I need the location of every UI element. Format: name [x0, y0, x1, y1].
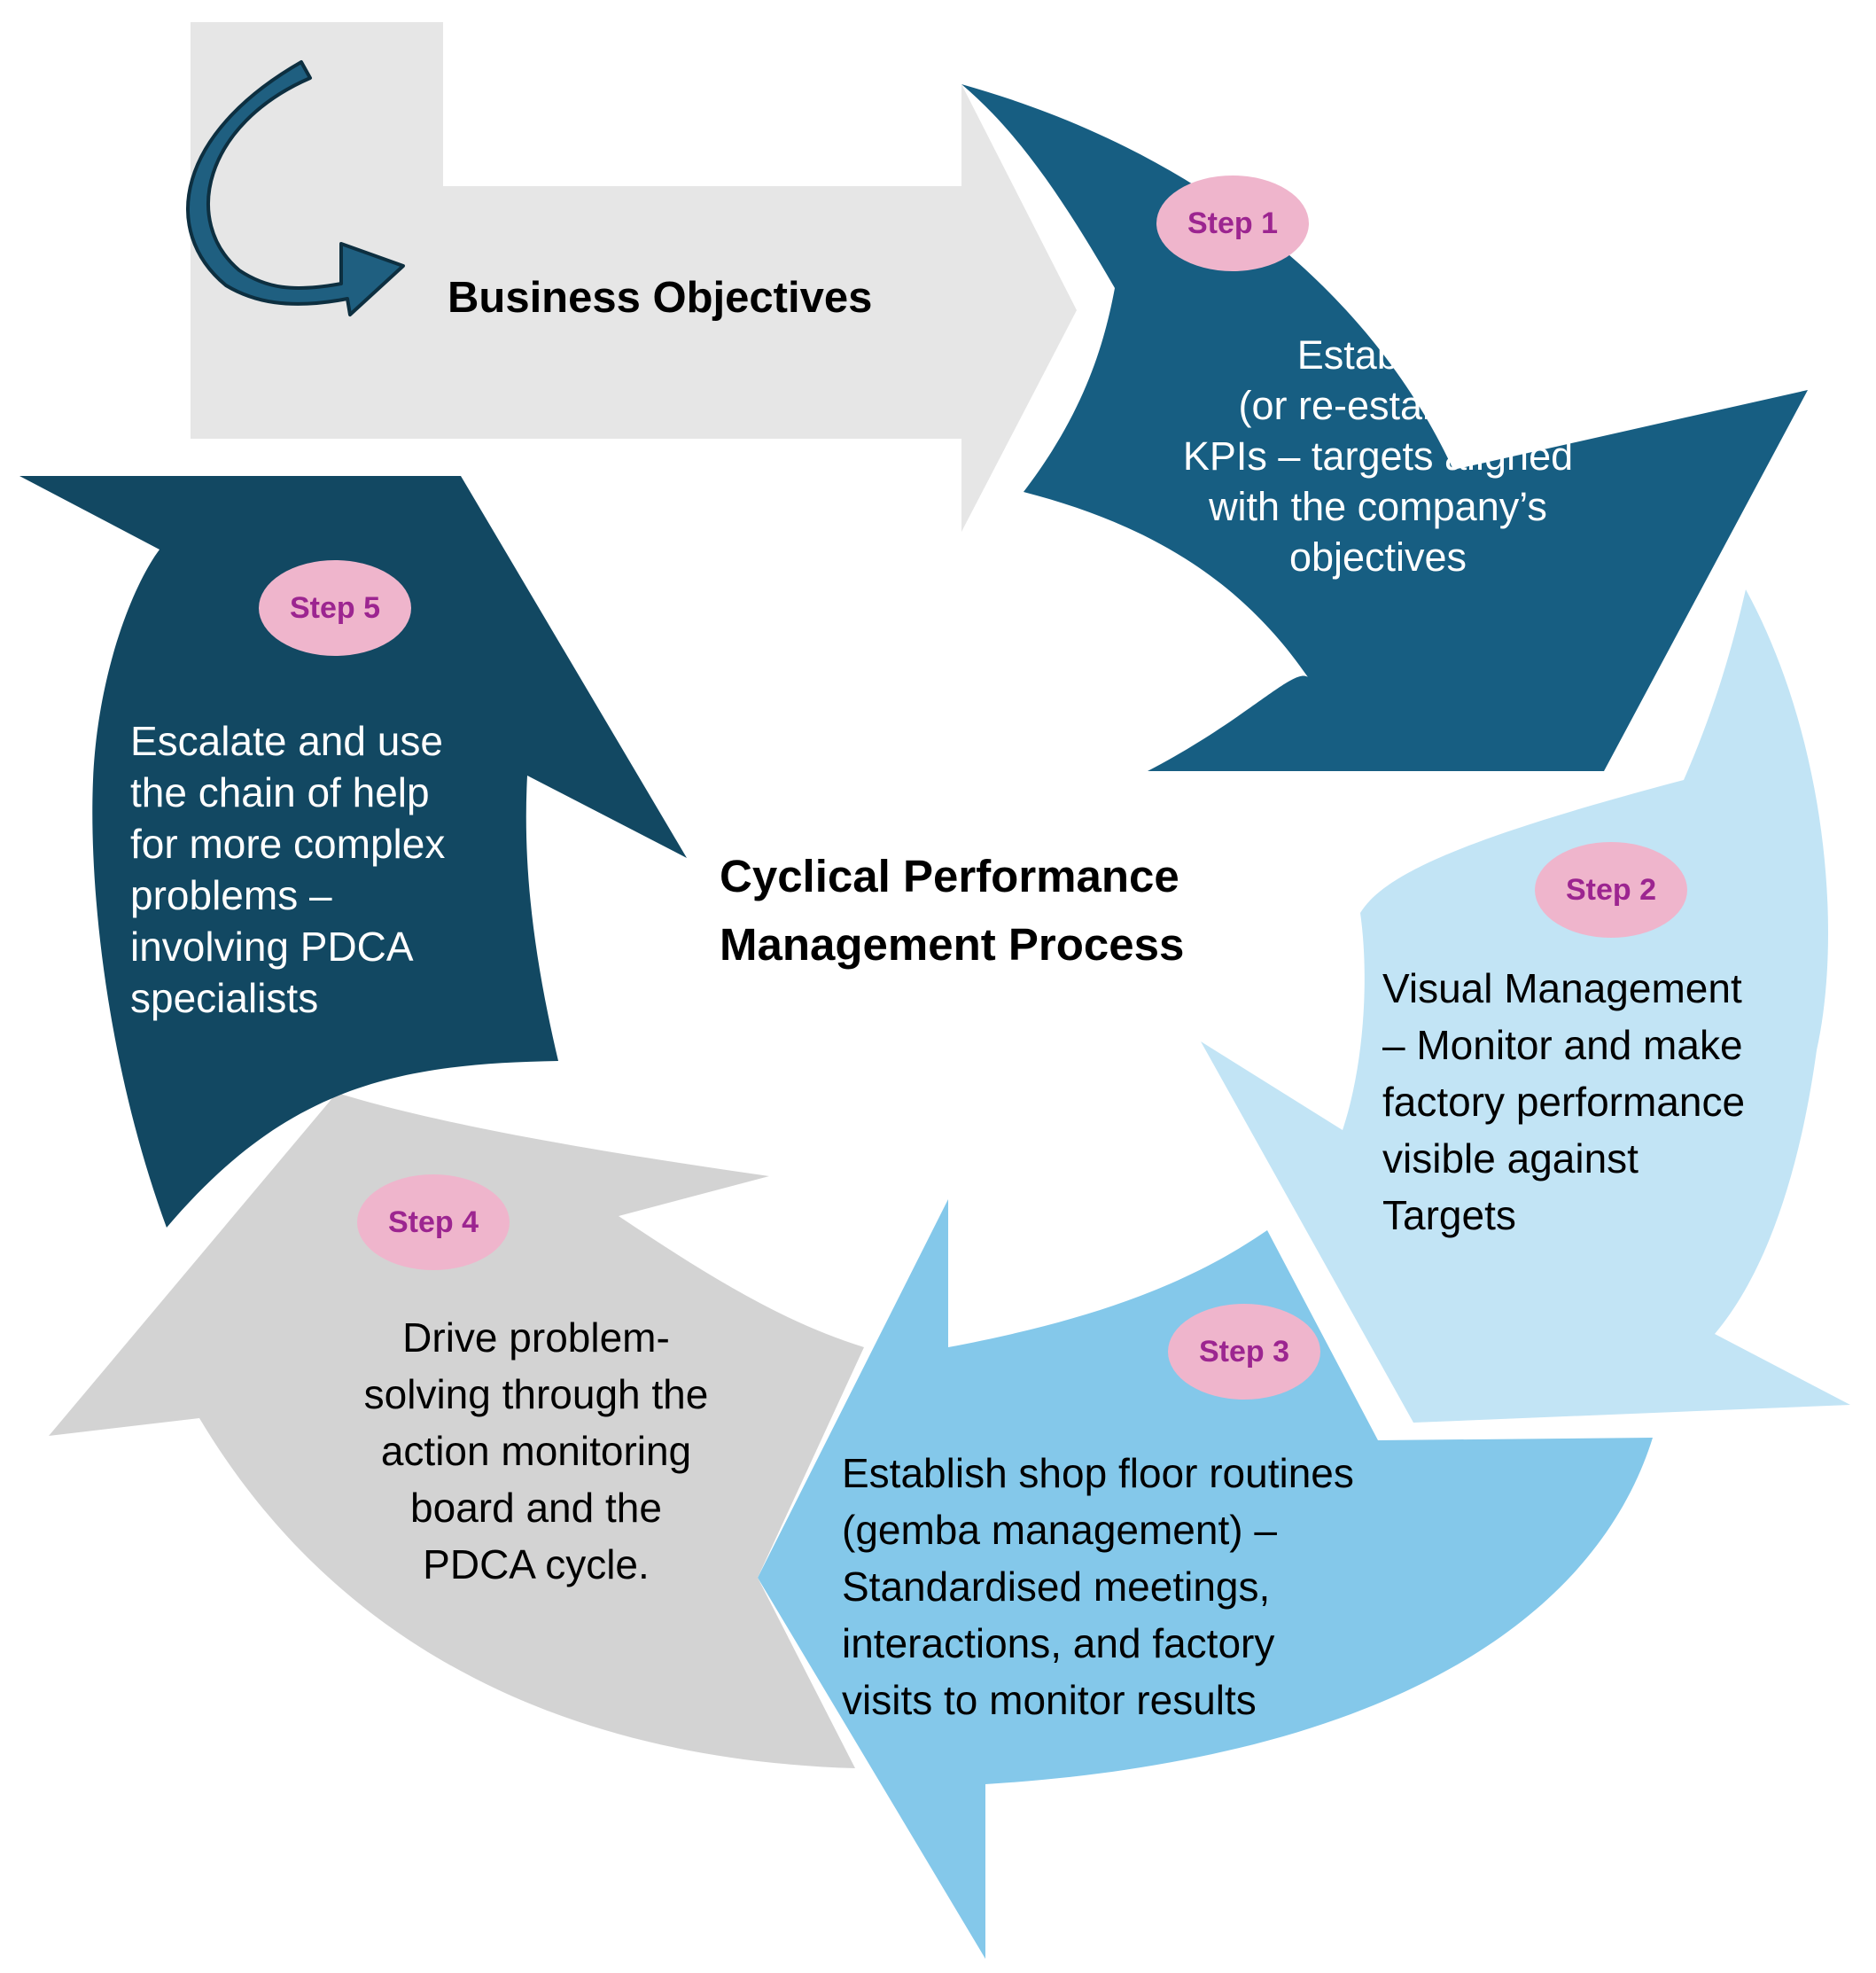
diagram-title-line: Cyclical Performance: [720, 851, 1179, 901]
step-2-text-line: factory performance: [1382, 1079, 1746, 1125]
step-2-badge: Step 2: [1535, 842, 1687, 938]
step-5-text-line: for more complex: [130, 821, 446, 867]
step-1-text: Establish (or re-establish) KPIs – targe…: [1125, 330, 1631, 582]
step-5-text-line: problems –: [130, 872, 332, 918]
step-4-text-line: board and the: [410, 1485, 662, 1531]
step-4-arrow: [49, 1093, 864, 1768]
step-5-text-line: involving PDCA: [130, 924, 414, 970]
step-4-text-line: action monitoring: [380, 1428, 692, 1474]
step-1-text-line: objectives: [1288, 534, 1467, 580]
step-2-text-line: Targets: [1382, 1192, 1516, 1238]
step-5-text-line: Escalate and use: [130, 718, 443, 764]
step-2-text-line: – Monitor and make: [1382, 1022, 1743, 1068]
step-2-text: Visual Management – Monitor and make fac…: [1382, 960, 1825, 1244]
step-5-text: Escalate and use the chain of help for m…: [130, 715, 556, 1024]
step-3-text: Establish shop floor routines (gemba man…: [842, 1445, 1480, 1728]
step-5-badge: Step 5: [259, 560, 411, 656]
step-1-text-line: with the company’s: [1209, 484, 1547, 529]
diagram-title: Cyclical Performance Management Process: [720, 842, 1184, 979]
step-1-badge: Step 1: [1156, 175, 1309, 271]
step-3-text-line: (gemba management) –: [842, 1507, 1277, 1553]
step-3-text-line: interactions, and factory: [842, 1620, 1275, 1666]
business-objectives-arrow: [191, 22, 1077, 532]
step-4-text-line: Drive problem-: [402, 1314, 670, 1361]
step-4-text: Drive problem- solving through the actio…: [301, 1309, 771, 1593]
step-2-text-line: visible against: [1382, 1135, 1639, 1181]
step-1-text-line: (or re-establish): [1238, 383, 1518, 428]
business-objectives-label: Business Objectives: [448, 274, 873, 322]
curved-arrow-icon: [186, 60, 405, 316]
step-3-arrow: [758, 1199, 1653, 1959]
step-2-text-line: Visual Management: [1382, 965, 1742, 1011]
step-4-text-line: PDCA cycle.: [423, 1541, 650, 1587]
step-2-arrow: [1201, 589, 1850, 1423]
diagram-title-line: Management Process: [720, 919, 1185, 970]
step-3-text-line: Standardised meetings,: [842, 1564, 1271, 1610]
step-5-text-line: specialists: [130, 975, 319, 1021]
step-5-arrow: [19, 476, 687, 1228]
step-3-text-line: visits to monitor results: [842, 1677, 1257, 1723]
step-1-text-line: KPIs – targets aligned: [1182, 433, 1574, 479]
step-1-arrow: [961, 84, 1808, 771]
step-5-text-line: the chain of help: [130, 769, 430, 815]
step-3-badge: Step 3: [1168, 1304, 1320, 1400]
step-1-text-line: Establish: [1296, 332, 1460, 378]
step-4-badge: Step 4: [357, 1174, 510, 1270]
step-4-text-line: solving through the: [363, 1371, 709, 1417]
step-3-text-line: Establish shop floor routines: [842, 1450, 1354, 1496]
